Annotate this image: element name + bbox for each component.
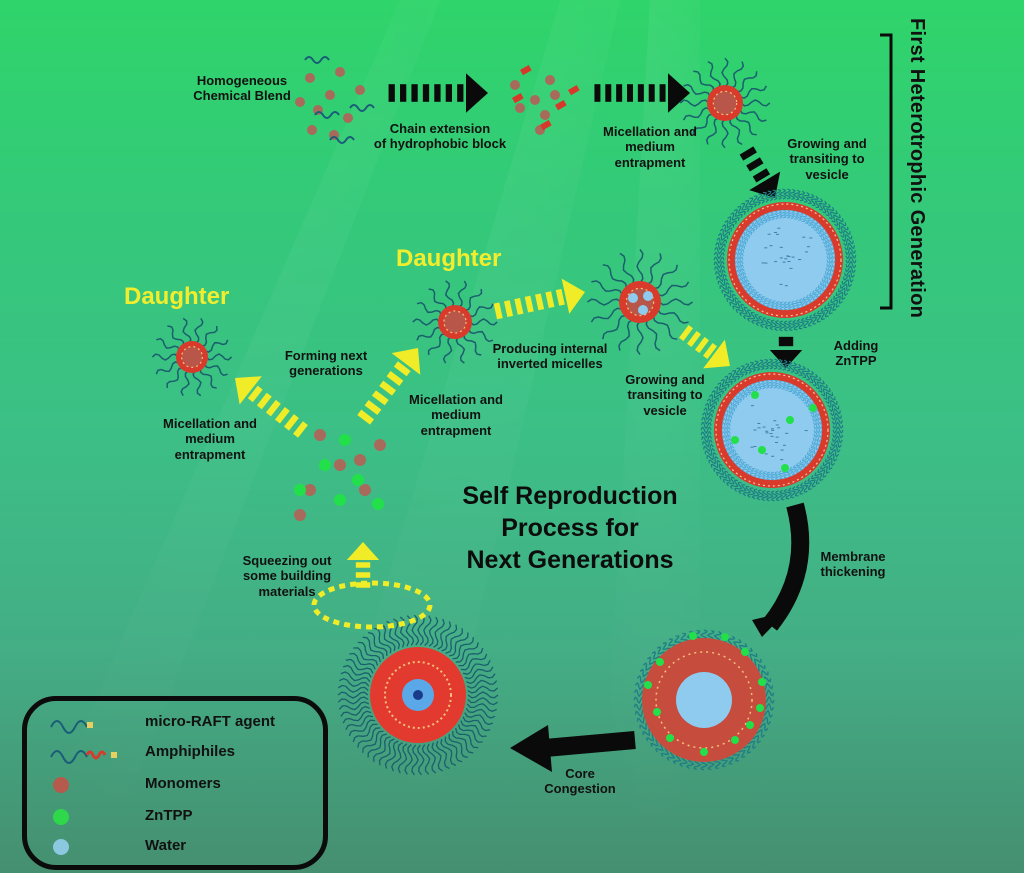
micelle-daughter-left [152,318,231,395]
diagram-title: Self Reproduction Process for Next Gener… [440,480,700,576]
label-homogeneous-blend: Homogeneous Chemical Blend [182,73,302,104]
legend-item: ZnTPP [27,805,323,829]
label-core-congestion: Core Congestion [530,766,630,797]
legend-label: micro-RAFT agent [145,713,275,730]
label-growing-top: Growing and transiting to vesicle [772,136,882,182]
label-micellation-mid: Micellation and medium entrapment [396,392,516,438]
label-micellation-top: Micellation and medium entrapment [580,124,720,170]
monomer-icon [49,773,79,797]
legend: micro-RAFT agent Amphiphiles Monomers Zn… [22,696,328,870]
legend-label: Water [145,837,186,854]
generation-label: First Heterotrophic Generation [905,18,928,318]
label-micellation-left: Micellation and medium entrapment [152,416,268,462]
label-producing-inverted: Producing internal inverted micelles [482,341,618,372]
legend-item: Amphiphiles [27,741,323,765]
legend-label: ZnTPP [145,807,193,824]
vesicle-empty [714,189,856,331]
daughter-label-mid: Daughter [396,245,501,273]
water-icon [49,835,79,859]
legend-label: Monomers [145,775,221,792]
daughter-label-left: Daughter [124,283,229,311]
arrow-core-congestion [545,740,635,748]
label-squeezing-out: Squeezing out some building materials [228,553,346,599]
label-membrane-thickening: Membrane thickening [808,549,898,580]
legend-item: micro-RAFT agent [27,711,323,735]
legend-label: Amphiphiles [145,743,235,760]
legend-item: Monomers [27,773,323,797]
legend-item: Water [27,835,323,859]
label-forming-next: Forming next generations [266,348,386,379]
arrow-core-congestion-head [510,725,552,772]
amphiphile-icon [49,741,149,765]
released-materials [294,429,386,521]
label-growing-mid: Growing and transiting to vesicle [610,372,720,418]
label-chain-extension: Chain extension of hydrophobic block [360,121,520,152]
arrow-membrane-thickening [770,505,800,625]
micro-raft-agent-icon [49,711,139,735]
label-adding-zntpp: Adding ZnTPP [826,338,886,369]
zntpp-icon [49,805,79,829]
vesicle-zntpp [701,359,843,501]
